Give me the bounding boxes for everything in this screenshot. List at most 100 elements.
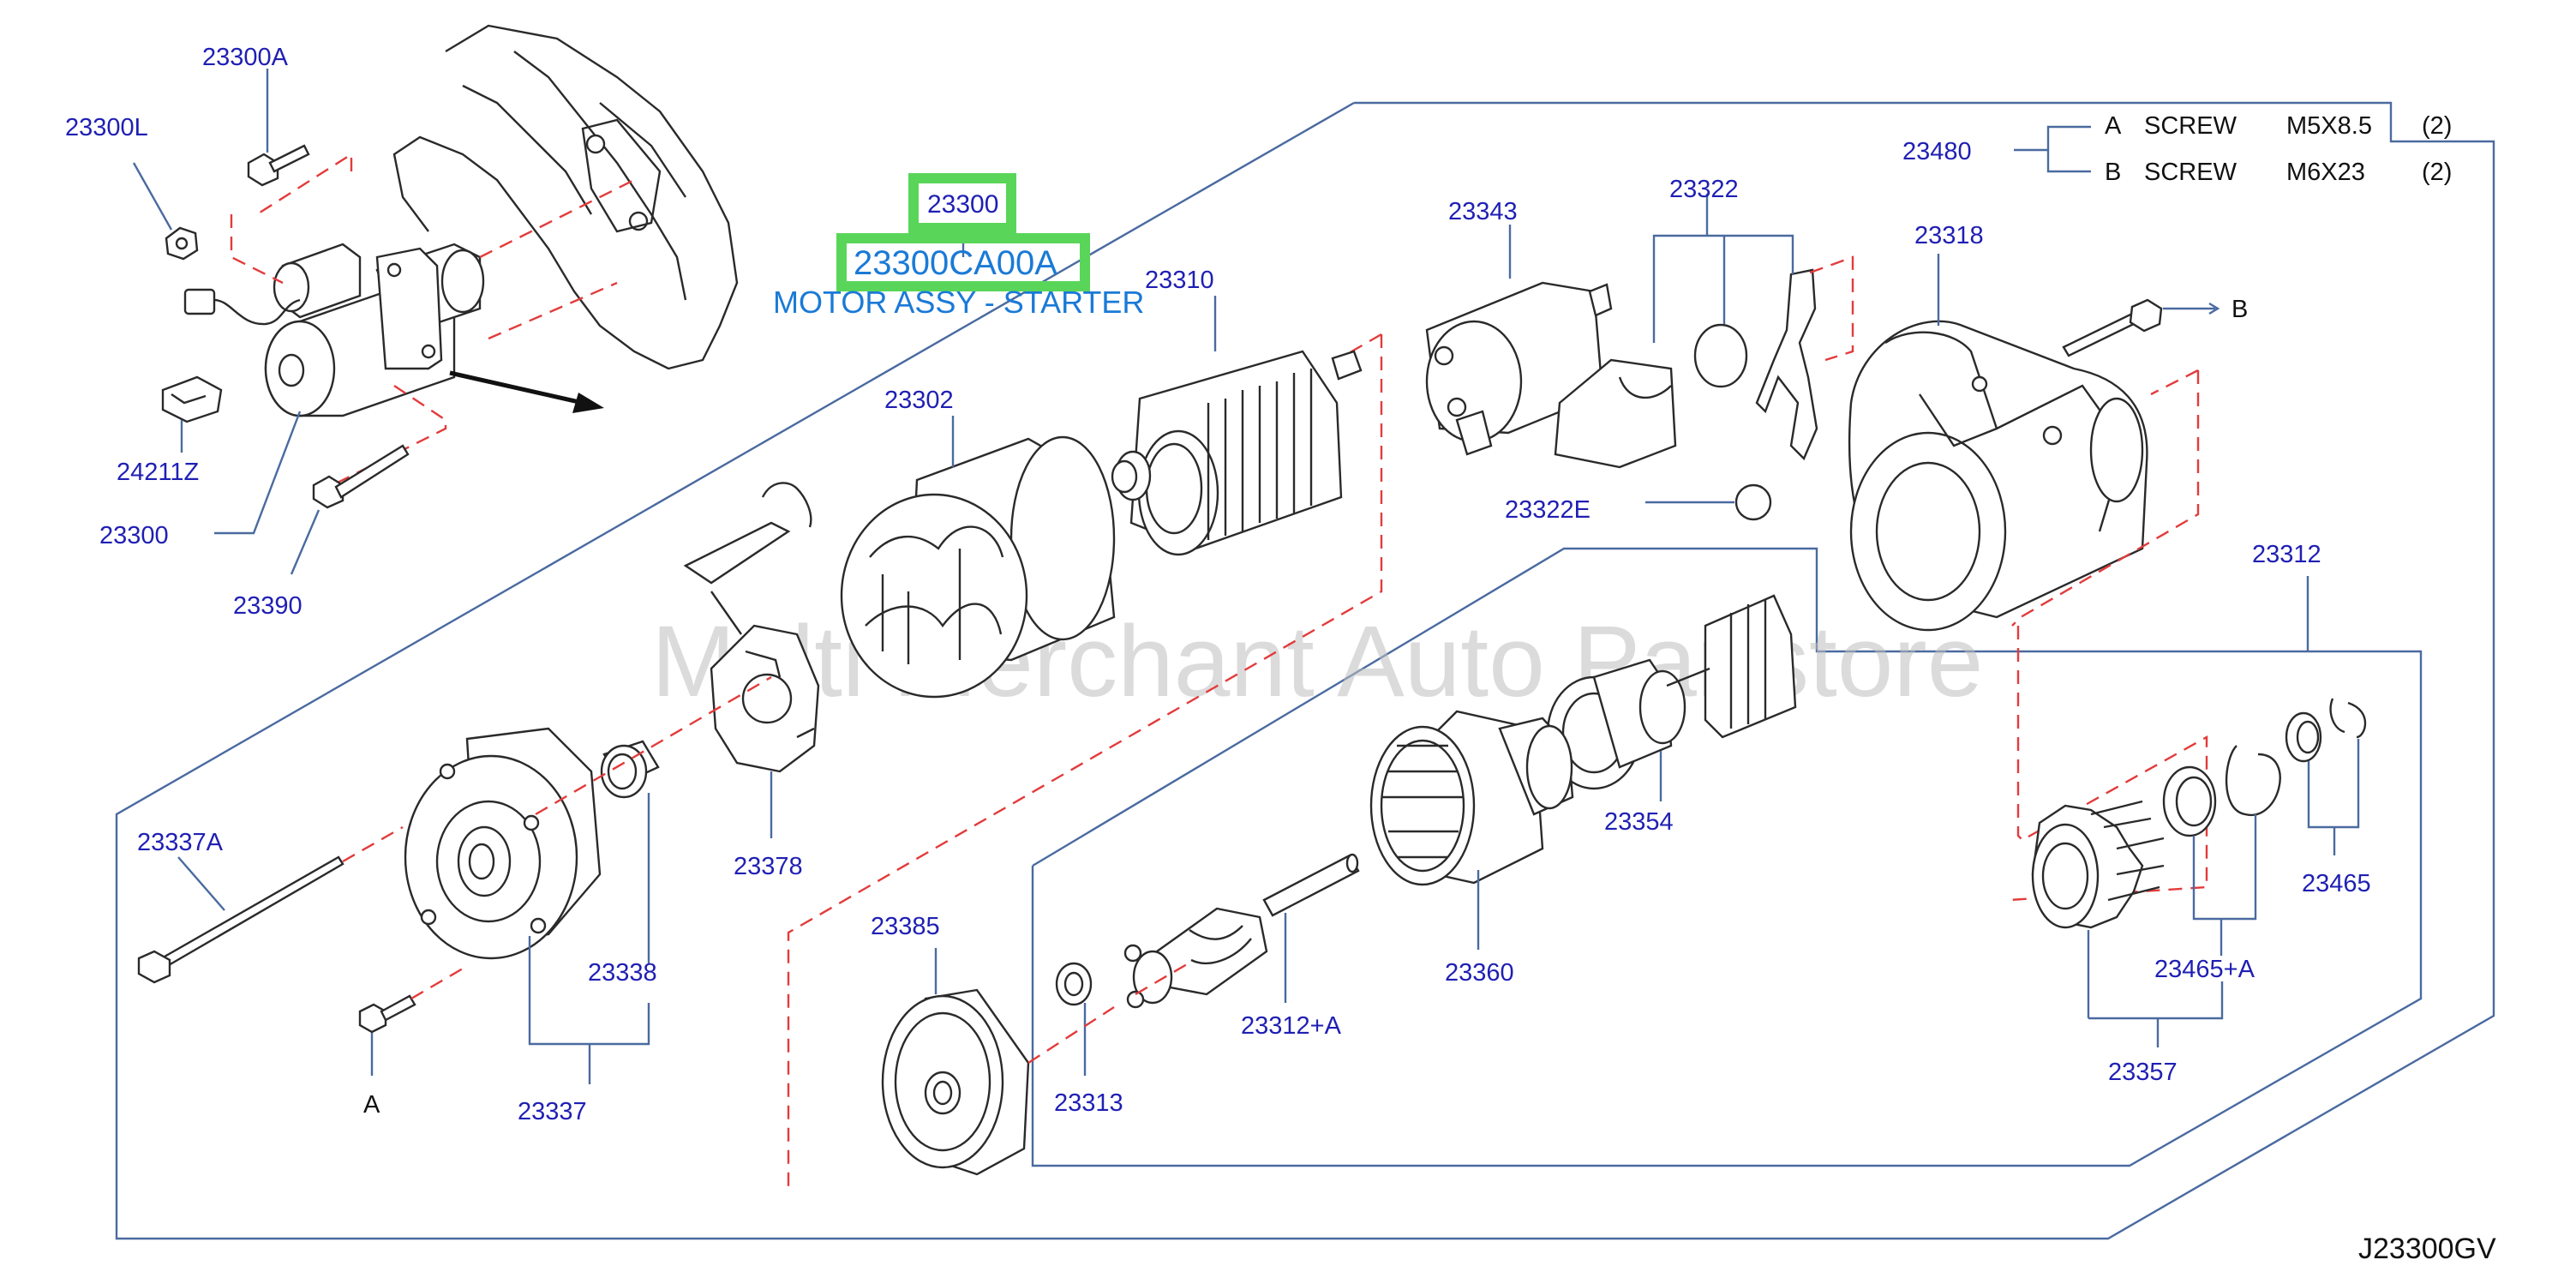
ball-23322E (1734, 483, 1772, 521)
label-23300A[interactable]: 23300A (202, 44, 289, 71)
guide-line (535, 675, 772, 816)
snap-ring-23465 (2329, 698, 2367, 739)
callout-part-number-box[interactable] (836, 233, 1090, 291)
label-23310[interactable]: 23310 (1145, 267, 1214, 294)
label-screw-a: A (363, 1091, 380, 1119)
callout-part-name: MOTOR ASSY - STARTER (773, 285, 1144, 320)
label-23337A[interactable]: 23337A (137, 829, 224, 856)
label-23322[interactable]: 23322 (1669, 176, 1739, 203)
legend-row-a-key: A (2105, 112, 2122, 140)
callout-ref-box (908, 173, 1016, 233)
pinion-shaft-23354 (1546, 594, 1797, 790)
legend-bracket (2046, 150, 2091, 173)
bracket-24211Z (161, 375, 223, 423)
solenoid-23343 (1425, 281, 1613, 456)
gear-cover-23385 (881, 988, 1030, 1176)
drive-subassembly-frame (1031, 547, 2423, 1167)
legend-row-b-type: SCREW (2144, 159, 2238, 186)
disc-23322 (1693, 323, 1748, 388)
leader (2192, 814, 2257, 921)
leader (290, 509, 321, 575)
screw-a (358, 994, 416, 1034)
label-23322E[interactable]: 23322E (1505, 496, 1591, 524)
label-23313[interactable]: 23313 (1054, 1089, 1123, 1117)
guide-line (1135, 963, 1188, 996)
nut-23300L (165, 226, 199, 261)
label-23390[interactable]: 23390 (233, 592, 303, 620)
legend-row-a-type: SCREW (2144, 112, 2238, 140)
through-bolt-23337A (137, 855, 344, 984)
clutch-23360 (1369, 710, 1574, 886)
label-screw-b: B (2232, 296, 2248, 323)
armature-23310 (1111, 350, 1363, 556)
guide-line (2009, 626, 2208, 902)
bolt-23390 (312, 444, 410, 509)
yoke-23302 (840, 435, 1116, 699)
label-23312[interactable]: 23312 (2252, 541, 2321, 568)
rear-cover-23337 (404, 727, 602, 960)
ring-23465-a (2162, 765, 2217, 837)
guide-line (1336, 333, 1382, 362)
guide-line (1809, 255, 1854, 362)
guide-line (342, 825, 404, 863)
assembly-frame (115, 101, 2495, 1240)
label-23360[interactable]: 23360 (1445, 959, 1514, 987)
label-23300L[interactable]: 23300L (65, 114, 148, 141)
label-23300[interactable]: 23300 (99, 522, 169, 549)
guide-line (256, 152, 353, 216)
engine-housing-drawing (392, 24, 739, 370)
label-23318[interactable]: 23318 (1914, 222, 1984, 249)
leader (177, 856, 225, 911)
shift-lever-23322 (1755, 268, 1818, 461)
label-23338[interactable]: 23338 (588, 959, 657, 987)
leader (528, 936, 650, 1046)
guide-line (410, 967, 464, 1000)
screw-b (2062, 298, 2163, 357)
label-23465A[interactable]: 23465+A (2154, 956, 2255, 983)
legend-bracket (2014, 125, 2091, 152)
connector-clip (183, 288, 301, 326)
guide-line (1027, 1005, 1115, 1065)
starter-motor-installed (264, 243, 485, 417)
legend-ref[interactable]: 23480 (1902, 138, 1972, 165)
label-23312A[interactable]: 23312+A (1241, 1012, 1342, 1040)
plunger-block-23322 (1554, 358, 1677, 469)
guide-line (230, 214, 284, 285)
legend-row-b-size: M6X23 (2286, 159, 2365, 186)
leader (132, 162, 173, 231)
label-23343[interactable]: 23343 (1448, 198, 1518, 225)
label-24211Z[interactable]: 24211Z (117, 459, 199, 486)
front-housing-23318 (1848, 320, 2148, 632)
guide-line (488, 281, 618, 340)
guide-line (2150, 369, 2199, 396)
bushing-23338 (600, 740, 660, 799)
guide-line (479, 178, 635, 259)
label-23354[interactable]: 23354 (1604, 808, 1674, 836)
legend-row-a-size: M5X8.5 (2286, 112, 2372, 140)
snap-ring-23465-a (2225, 745, 2281, 816)
legend-row-a-qty: (2) (2422, 112, 2452, 140)
callout-part-number[interactable]: 23300CA00A (854, 244, 1057, 282)
bearing-23313 (1055, 962, 1093, 1006)
label-23378[interactable]: 23378 (734, 853, 803, 880)
direction-arrow (449, 370, 604, 413)
label-23302[interactable]: 23302 (884, 387, 954, 414)
bolt-23300A (247, 144, 310, 187)
pinion-23357 (2031, 800, 2165, 929)
gear-shaft-23312A (1123, 853, 1360, 1009)
leader-arrowhead (2208, 302, 2220, 315)
guide-line (787, 334, 1383, 1193)
legend-row-b-qty: (2) (2422, 159, 2452, 186)
label-23465[interactable]: 23465 (2302, 870, 2371, 897)
label-23385[interactable]: 23385 (871, 913, 940, 940)
guide-line (2011, 370, 2200, 627)
label-23357[interactable]: 23357 (2108, 1059, 2178, 1086)
callout-ref: 23300 (927, 190, 998, 219)
leader (2088, 981, 2224, 1020)
leader (214, 411, 302, 535)
legend-row-b-key: B (2105, 159, 2121, 186)
label-23337[interactable]: 23337 (518, 1098, 587, 1125)
ring-23465 (2285, 711, 2322, 763)
